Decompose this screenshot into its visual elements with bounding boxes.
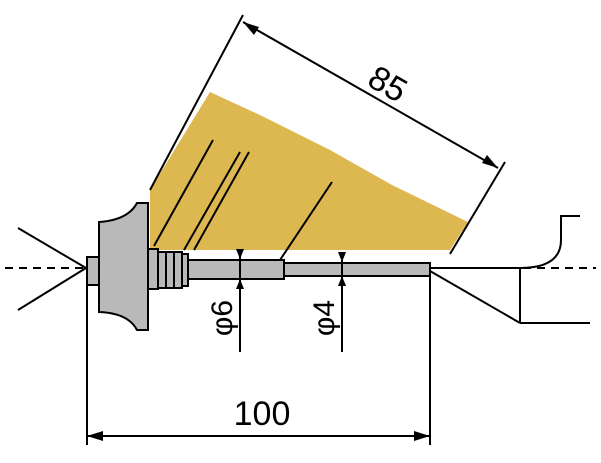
- ring-2: [157, 251, 167, 289]
- ring-3: [165, 251, 175, 289]
- arrowhead-100-right: [414, 431, 430, 441]
- arrowhead-85-right: [482, 155, 498, 168]
- ring-4: [173, 251, 183, 289]
- bristle-line-1: [153, 139, 214, 247]
- bristle-line-4: [279, 181, 333, 261]
- dimension-phi6: φ6: [206, 249, 244, 352]
- tip-line-lower: [429, 270, 521, 324]
- dimension-phi4: φ4: [308, 252, 346, 352]
- dimension-label-100: 100: [234, 395, 291, 433]
- flange: [98, 202, 149, 331]
- bristle-line-2: [183, 151, 241, 251]
- left-cone-line-bottom: [17, 267, 87, 311]
- arrowhead-100-left: [87, 431, 103, 441]
- dimension-100: 100: [86, 276, 431, 445]
- extension-line-top-right: [449, 161, 506, 255]
- arrowhead-85-left: [243, 22, 259, 35]
- shaft-large: [187, 259, 285, 280]
- extension-line-top-left: [149, 14, 244, 191]
- tip-curve: [519, 215, 580, 269]
- dimension-line-85: [242, 21, 499, 169]
- left-cone-line-top: [17, 227, 87, 269]
- dimension-label-phi6: φ6: [206, 300, 239, 336]
- tool-body: [86, 202, 431, 331]
- brush-fill-shape: [150, 92, 468, 250]
- left-nub: [86, 256, 100, 286]
- arrowhead-phi6-top: [236, 249, 244, 259]
- cutter-tip-profile: [429, 215, 590, 324]
- arrowhead-phi6-bottom: [236, 279, 244, 289]
- ring-1: [147, 248, 159, 290]
- dimension-label-85: 85: [362, 59, 414, 111]
- dimension-label-phi4: φ4: [308, 300, 341, 336]
- arrowhead-phi4-top: [338, 252, 346, 262]
- bristle-line-3: [193, 151, 250, 251]
- arrowhead-phi4-bottom: [338, 276, 346, 286]
- brush-head: [150, 92, 468, 261]
- shaft-small: [283, 262, 431, 277]
